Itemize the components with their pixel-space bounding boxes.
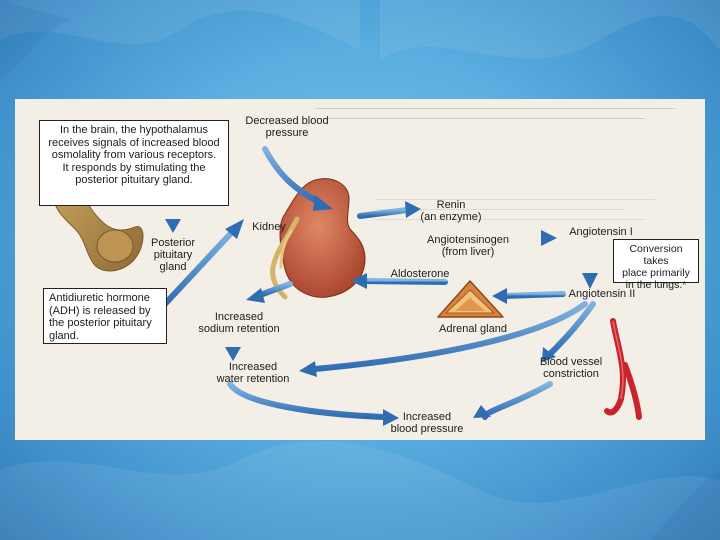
adh-note-box: Antidiuretic hormone (ADH) is released b… bbox=[43, 288, 167, 344]
bleed-through-text bbox=[375, 189, 675, 269]
adrenal-gland-illustration bbox=[437, 280, 504, 318]
kidney-illustration bbox=[270, 178, 366, 300]
label-line: Blood vessel bbox=[539, 356, 603, 368]
label-line: (from liver) bbox=[441, 246, 495, 258]
bleed-through-text bbox=[315, 103, 695, 133]
hypothalamus-note-line: In the brain, the hypothalamus bbox=[60, 124, 208, 136]
label-line: Decreased blood bbox=[245, 115, 329, 127]
conversion-note-line: Conversion takes bbox=[629, 243, 683, 267]
label-line: pressure bbox=[265, 127, 309, 139]
label-line: Renin bbox=[436, 199, 466, 211]
label-line: constriction bbox=[543, 368, 599, 380]
conversion-note-box: Conversion takes place primarily in the … bbox=[613, 239, 699, 291]
label-line: Posterior bbox=[150, 237, 196, 249]
label-line: gland bbox=[159, 261, 187, 273]
vessel-constriction-label: Blood vessel constriction bbox=[535, 356, 607, 380]
diagram-figure: In the brain, the hypothalamus receives … bbox=[15, 99, 705, 440]
hypothalamus-note-line: It responds by stimulating the bbox=[62, 161, 206, 174]
label-line: blood pressure bbox=[390, 423, 464, 435]
label-line: Increased bbox=[214, 311, 264, 323]
blood-vessel-illustration bbox=[604, 318, 642, 420]
kidney-label: Kidney bbox=[252, 221, 286, 233]
adh-note-line: Antidiuretic hormone bbox=[49, 292, 150, 304]
label-line: (an enzyme) bbox=[420, 211, 482, 223]
angiotensin-1-label: Angiotensin I bbox=[569, 226, 633, 238]
increased-blood-pressure-label: Increased blood pressure bbox=[387, 411, 467, 435]
label-line: pituitary bbox=[153, 249, 193, 261]
adh-note-line: gland. bbox=[49, 329, 79, 342]
aldosterone-label: Aldosterone bbox=[390, 268, 450, 280]
adrenal-gland-label: Adrenal gland bbox=[439, 323, 507, 335]
renin-label: Renin (an enzyme) bbox=[415, 199, 487, 223]
conversion-note-line: in the lungs.* bbox=[625, 279, 687, 291]
label-line: sodium retention bbox=[198, 323, 280, 335]
angiotensinogen-label: Angiotensinogen (from liver) bbox=[423, 234, 513, 258]
label-line: Increased bbox=[402, 411, 452, 423]
arrow-heads bbox=[165, 195, 598, 426]
adh-note-line: (ADH) is released by bbox=[49, 304, 151, 317]
hypothalamus-note-line: osmolality from various receptors. bbox=[51, 149, 217, 161]
hypothalamus-note-line: receives signals of increased blood bbox=[48, 136, 220, 149]
decreased-blood-pressure-label: Decreased blood pressure bbox=[237, 115, 337, 139]
hypothalamus-note-line: posterior pituitary gland. bbox=[75, 174, 193, 186]
posterior-pituitary-label: Posterior pituitary gland bbox=[143, 237, 203, 273]
diagram-drawing bbox=[52, 146, 642, 426]
sodium-retention-label: Increased sodium retention bbox=[191, 311, 287, 335]
adh-note-line: the posterior pituitary bbox=[49, 317, 152, 329]
label-line: Angiotensinogen bbox=[427, 234, 509, 246]
label-line: Increased bbox=[228, 361, 278, 373]
angiotensin-2-label: Angiotensin II bbox=[568, 288, 636, 300]
water-retention-label: Increased water retention bbox=[208, 361, 298, 385]
conversion-note-line: place primarily bbox=[622, 267, 690, 279]
hypothalamus-note-box: In the brain, the hypothalamus receives … bbox=[39, 120, 229, 206]
label-line: water retention bbox=[216, 373, 290, 385]
